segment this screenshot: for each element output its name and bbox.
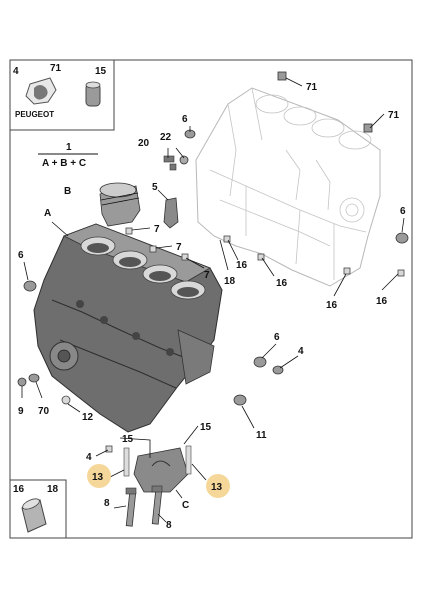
sleeve-dowel-top (22, 498, 40, 510)
callout-4a: 4 (298, 346, 304, 357)
callout-22: 22 (160, 132, 172, 143)
dowel-pin (85, 81, 101, 107)
main-bolts (125, 485, 163, 527)
callout-20: 20 (138, 138, 150, 149)
callout-13a: 13 (92, 472, 104, 483)
callout-15a: 15 (122, 434, 134, 445)
callout-18: 18 (224, 276, 236, 287)
callout-11: 11 (256, 430, 267, 441)
callout-16d: 16 (376, 296, 388, 307)
callout-5: 5 (152, 182, 158, 193)
callout-12: 12 (82, 412, 94, 423)
callout-16a: 16 (236, 260, 248, 271)
callout-8b: 8 (166, 520, 172, 531)
highlight-13-left (87, 464, 111, 488)
callout-6c: 6 (400, 206, 406, 217)
assembly-formula: 1 A + B + C (38, 142, 98, 169)
inset-label: 16 (13, 484, 25, 495)
callout-B: B (64, 186, 71, 197)
peugeot-lion-logo (25, 77, 57, 105)
leader-lines (21, 77, 405, 523)
formula-text: A + B + C (42, 158, 86, 169)
brand-name: PEUGEOT (15, 110, 54, 119)
bracket (163, 197, 179, 229)
callout-7a: 7 (154, 224, 160, 235)
engine-block (33, 223, 223, 433)
callout-7b: 7 (176, 242, 182, 253)
callout-71a: 71 (306, 82, 318, 93)
callout-13b: 13 (211, 482, 223, 493)
callout-6b: 6 (18, 250, 24, 261)
small-parts (17, 71, 409, 453)
inset-label: 18 (47, 484, 59, 495)
formula-number: 1 (66, 142, 72, 153)
inset-box-top-left: 4 71 15 PEUGEOT (9, 59, 115, 131)
inset-label: 4 (13, 66, 19, 77)
ghost-engine-block (195, 87, 381, 287)
callout-70: 70 (38, 406, 50, 417)
callout-6a: 6 (182, 114, 188, 125)
inset-label: 71 (50, 63, 62, 74)
callout-16b: 16 (276, 278, 288, 289)
callout-15b: 15 (200, 422, 212, 433)
callout-4b: 4 (86, 452, 92, 463)
inset-box-bottom-left: 16 18 (9, 479, 67, 539)
piston (99, 182, 141, 227)
bearing-cap (133, 447, 189, 493)
inset-label: 15 (95, 66, 107, 77)
callout-71b: 71 (388, 110, 400, 121)
callout-16c: 16 (326, 300, 338, 311)
dowel-sleeves (123, 445, 192, 477)
callout-A: A (44, 208, 51, 219)
callout-C: C (182, 500, 189, 511)
diagram-frame (9, 59, 413, 539)
highlight-markers (87, 464, 230, 498)
highlight-13-right (206, 474, 230, 498)
callout-7c: 7 (204, 270, 210, 281)
bolt-set (163, 155, 189, 171)
callout-9: 9 (18, 406, 24, 417)
callout-6d: 6 (274, 332, 280, 343)
callout-8a: 8 (104, 498, 110, 509)
